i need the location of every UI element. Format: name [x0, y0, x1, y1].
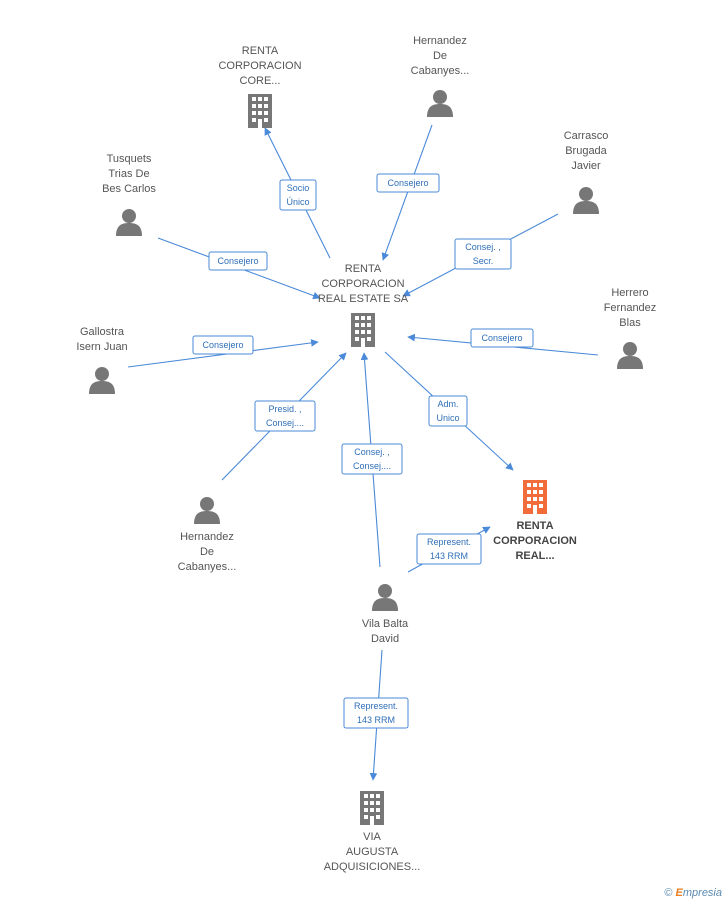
edge-label-text: Unico: [436, 413, 459, 423]
node-label: RENTA: [242, 45, 279, 57]
edge-tusquets-to-center: Consejero: [157, 237, 321, 300]
edge-gallostra-to-center: Consejero: [127, 335, 319, 368]
node-label: Carrasco: [564, 130, 609, 142]
edge-label-box[interactable]: [208, 251, 268, 271]
building-icon: [351, 313, 375, 347]
person-icon: [372, 584, 398, 611]
brand-logo-initial: E: [675, 887, 683, 899]
node-label: Hernandez: [180, 531, 234, 543]
edge-label-text: Represent.: [427, 537, 471, 547]
edge-label-text: Consejero: [481, 333, 522, 343]
building-icon: [248, 94, 272, 128]
edge-label-box[interactable]: [279, 179, 317, 211]
node-label: Blas: [619, 317, 641, 329]
edge-label-box[interactable]: [376, 173, 440, 193]
edge-label-text: Presid. ,: [268, 404, 301, 414]
building-icon: [523, 480, 547, 514]
brand-logo-text: mpresia: [682, 887, 722, 899]
node-hc-top[interactable]: HernandezDeCabanyes...: [411, 35, 470, 117]
edge-label-text: Consejero: [217, 256, 258, 266]
edge-label-text: Consej. ,: [354, 447, 390, 457]
node-hc-bottom[interactable]: HernandezDeCabanyes...: [178, 497, 237, 573]
node-rc-core[interactable]: RENTA CORPORACION CORE...: [218, 45, 302, 128]
node-label: ADQUISICIONES...: [324, 861, 421, 873]
edge-label-text: Único: [286, 197, 309, 207]
edge-vila-to-center: Consej. , Consej....: [341, 352, 403, 568]
edge-label-box[interactable]: [470, 328, 534, 348]
edge-label-box[interactable]: [416, 533, 482, 565]
person-icon: [194, 497, 220, 524]
edge-vila-to-via: Represent. 143 RRM: [343, 649, 409, 781]
edge-label-box[interactable]: [343, 697, 409, 729]
node-label: David: [371, 633, 399, 645]
person-icon: [573, 187, 599, 214]
node-label: Brugada: [565, 145, 607, 157]
person-icon: [116, 209, 142, 236]
node-label: Fernandez: [604, 302, 657, 314]
node-label: Bes Carlos: [102, 183, 156, 195]
node-label: VIA: [363, 831, 381, 843]
node-label: De: [200, 546, 214, 558]
edge-label-text: 143 RRM: [357, 715, 395, 725]
node-label: Gallostra: [80, 326, 125, 338]
node-center[interactable]: RENTA CORPORACION REAL ESTATE SA: [318, 263, 409, 347]
edge-hc-bottom-to-center: Presid. , Consej....: [221, 352, 347, 481]
edge-center-to-rc-real: Adm. Unico: [384, 351, 514, 471]
edge-label-box[interactable]: [428, 395, 468, 427]
edge-label-text: Adm.: [437, 399, 458, 409]
node-label: REAL...: [515, 550, 554, 562]
node-via[interactable]: VIA AUGUSTA ADQUISICIONES...: [324, 791, 421, 873]
edge-label-box[interactable]: [254, 400, 316, 432]
edge-label-text: Consejero: [387, 178, 428, 188]
edge-label-text: Consejero: [202, 340, 243, 350]
node-label: RENTA: [345, 263, 382, 275]
person-icon: [427, 90, 453, 117]
node-label: Isern Juan: [76, 341, 127, 353]
node-label: Cabanyes...: [411, 65, 470, 77]
edge-label-text: Consej. ,: [465, 242, 501, 252]
person-icon: [89, 367, 115, 394]
node-label: CORPORACION: [493, 535, 577, 547]
edge-label-text: Secr.: [473, 256, 494, 266]
edge-label-text: Socio: [287, 183, 310, 193]
edge-label-text: Consej....: [353, 461, 391, 471]
edge-label-box[interactable]: [341, 443, 403, 475]
node-label: REAL ESTATE SA: [318, 293, 409, 305]
person-icon: [617, 342, 643, 369]
edge-label-text: Consej....: [266, 418, 304, 428]
edge-herrero-to-center: Consejero: [407, 328, 599, 356]
edge-label-text: 143 RRM: [430, 551, 468, 561]
node-label: De: [433, 50, 447, 62]
building-icon: [360, 791, 384, 825]
edge-carrasco-to-center: Consej. , Secr.: [402, 213, 559, 297]
copyright-symbol: ©: [664, 887, 673, 899]
node-label: Trias De: [108, 168, 149, 180]
node-label: Hernandez: [413, 35, 467, 47]
edge-vila-to-rc-real: Represent. 143 RRM: [407, 526, 491, 573]
node-label: CORPORACION: [321, 278, 404, 290]
edge-label-box[interactable]: [454, 238, 512, 270]
node-label: Vila Balta: [362, 618, 409, 630]
node-label: Cabanyes...: [178, 561, 237, 573]
node-rc-real[interactable]: RENTA CORPORACION REAL...: [493, 480, 577, 562]
edge-hc-top-to-center: Consejero: [376, 124, 440, 261]
edge-label-box[interactable]: [192, 335, 254, 355]
node-label: CORPORACION: [218, 60, 301, 72]
node-label: CORE...: [240, 75, 281, 87]
node-label: Tusquets: [107, 153, 152, 165]
node-label: AUGUSTA: [346, 846, 399, 858]
copyright-notice: © Empresia: [664, 887, 722, 899]
edge-label-text: Represent.: [354, 701, 398, 711]
node-label: Javier: [571, 160, 601, 172]
node-label: Herrero: [611, 287, 648, 299]
node-label: RENTA: [516, 520, 553, 532]
